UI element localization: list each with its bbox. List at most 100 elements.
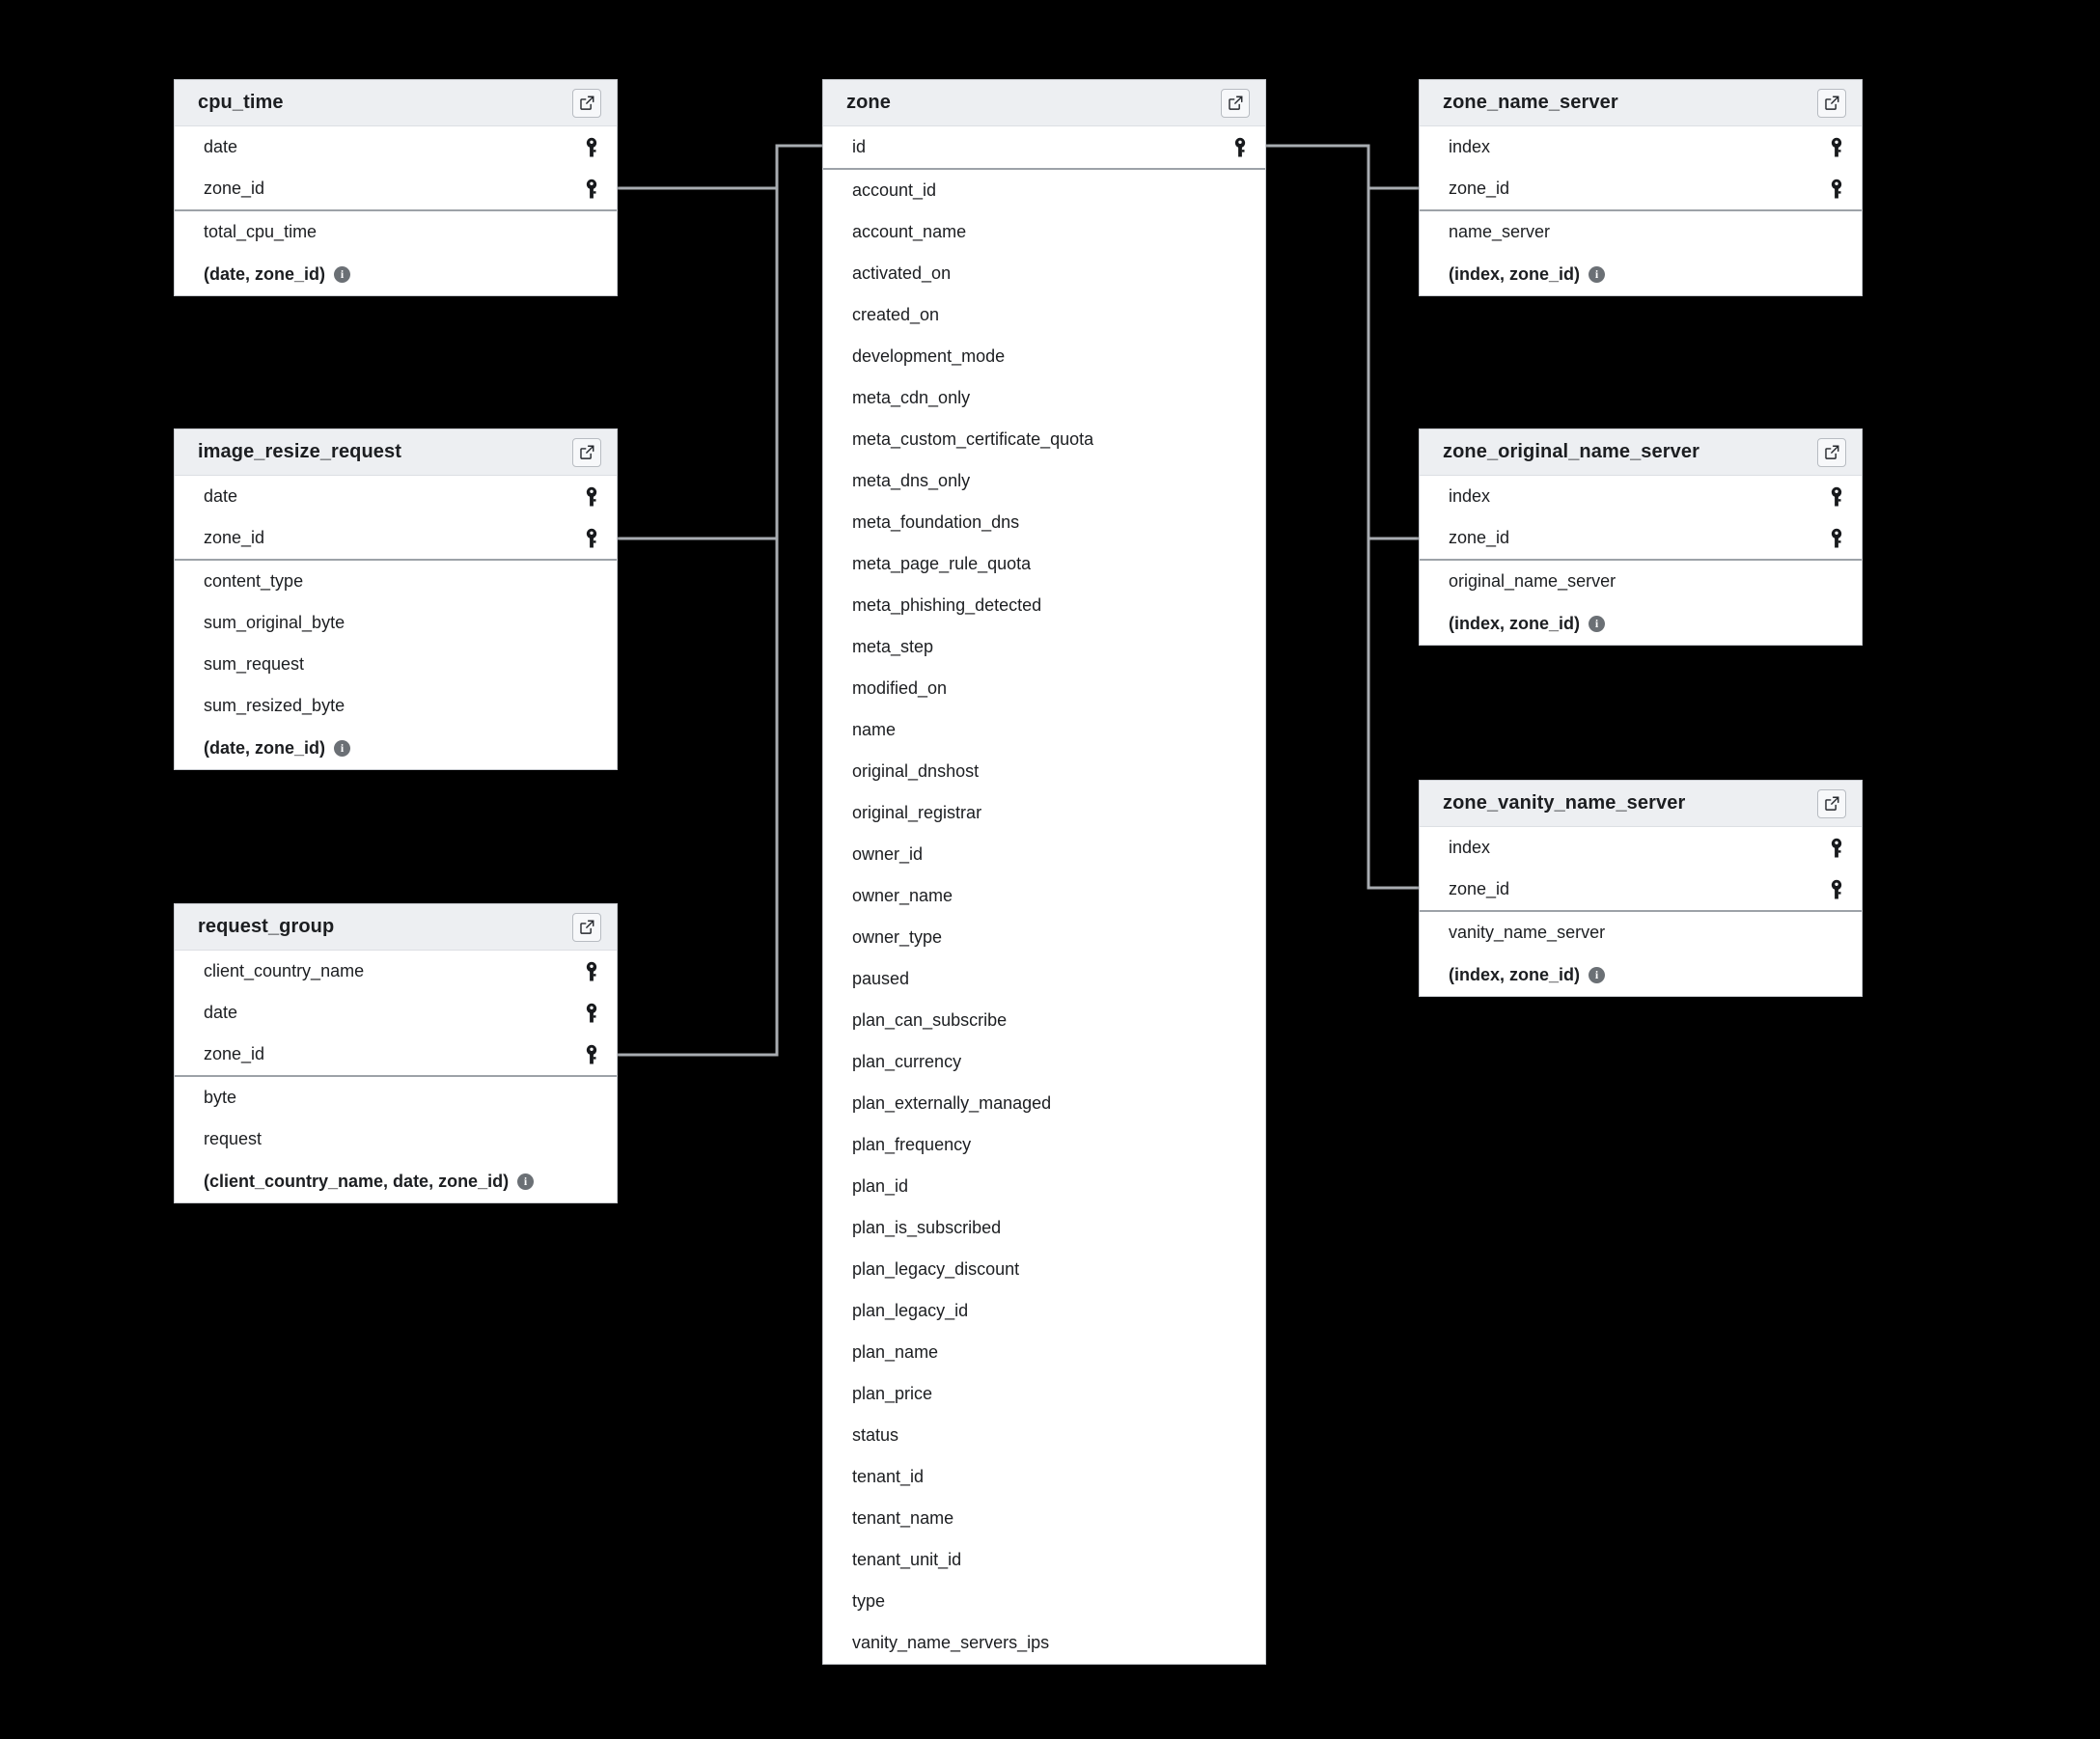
column-name: original_registrar: [852, 803, 982, 822]
table-header[interactable]: image_resize_request: [175, 429, 617, 476]
table-column-row[interactable]: vanity_name_servers_ips: [823, 1622, 1265, 1664]
table-column-row[interactable]: plan_is_subscribed: [823, 1207, 1265, 1249]
column-name: owner_name: [852, 886, 953, 905]
table-header[interactable]: cpu_time: [175, 80, 617, 126]
column-name: meta_custom_certificate_quota: [852, 429, 1094, 449]
table-column-row[interactable]: total_cpu_time: [175, 211, 617, 253]
table-column-row[interactable]: tenant_id: [823, 1456, 1265, 1498]
table-primary-key-row[interactable]: zone_id: [175, 1034, 617, 1075]
external-link-icon[interactable]: [1817, 788, 1846, 818]
table-header[interactable]: request_group: [175, 904, 617, 951]
info-icon[interactable]: i: [1589, 615, 1606, 632]
table-column-row[interactable]: sum_original_byte: [175, 602, 617, 644]
table-primary-key-row[interactable]: date: [175, 126, 617, 168]
table-header[interactable]: zone: [823, 80, 1265, 126]
table-index-row[interactable]: (index, zone_id)i: [1420, 253, 1862, 295]
table-column-row[interactable]: development_mode: [823, 336, 1265, 377]
table-column-row[interactable]: modified_on: [823, 668, 1265, 709]
table-column-row[interactable]: created_on: [823, 294, 1265, 336]
column-name: sum_original_byte: [204, 613, 345, 632]
table-column-row[interactable]: meta_custom_certificate_quota: [823, 419, 1265, 460]
table-column-row[interactable]: meta_cdn_only: [823, 377, 1265, 419]
table-column-row[interactable]: owner_type: [823, 917, 1265, 958]
table-header[interactable]: zone_original_name_server: [1420, 429, 1862, 476]
table-index-row[interactable]: (index, zone_id)i: [1420, 953, 1862, 996]
table-column-row[interactable]: original_dnshost: [823, 751, 1265, 792]
table-column-row[interactable]: meta_page_rule_quota: [823, 543, 1265, 585]
table-header[interactable]: zone_vanity_name_server: [1420, 781, 1862, 827]
table-column-row[interactable]: request: [175, 1118, 617, 1160]
table-column-row[interactable]: vanity_name_server: [1420, 912, 1862, 953]
table-column-row[interactable]: account_id: [823, 170, 1265, 211]
table-primary-key-row[interactable]: zone_id: [1420, 869, 1862, 910]
table-column-row[interactable]: original_registrar: [823, 792, 1265, 834]
table-column-row[interactable]: owner_id: [823, 834, 1265, 875]
table-column-row[interactable]: type: [823, 1581, 1265, 1622]
table-column-row[interactable]: sum_resized_byte: [175, 685, 617, 727]
table-primary-key-row[interactable]: client_country_name: [175, 951, 617, 992]
table-column-row[interactable]: plan_id: [823, 1166, 1265, 1207]
table-column-row[interactable]: meta_dns_only: [823, 460, 1265, 502]
external-link-icon[interactable]: [1817, 437, 1846, 467]
table-column-row[interactable]: name_server: [1420, 211, 1862, 253]
table-column-row[interactable]: content_type: [175, 561, 617, 602]
table-column-row[interactable]: original_name_server: [1420, 561, 1862, 602]
table-primary-key-row[interactable]: date: [175, 476, 617, 517]
table-column-row[interactable]: tenant_name: [823, 1498, 1265, 1539]
external-link-icon[interactable]: [1817, 88, 1846, 118]
table-primary-key-row[interactable]: index: [1420, 827, 1862, 869]
table-header[interactable]: zone_name_server: [1420, 80, 1862, 126]
table-column-row[interactable]: meta_step: [823, 626, 1265, 668]
table-column-row[interactable]: plan_currency: [823, 1041, 1265, 1083]
table-column-row[interactable]: plan_legacy_id: [823, 1290, 1265, 1332]
external-link-icon[interactable]: [572, 912, 601, 942]
column-name: meta_dns_only: [852, 471, 971, 490]
table-column-row[interactable]: account_name: [823, 211, 1265, 253]
table-column-row[interactable]: activated_on: [823, 253, 1265, 294]
table-column-row[interactable]: tenant_unit_id: [823, 1539, 1265, 1581]
table-primary-key-row[interactable]: index: [1420, 126, 1862, 168]
external-link-icon[interactable]: [572, 88, 601, 118]
table-index-row[interactable]: (date, zone_id)i: [175, 253, 617, 295]
table-primary-key-row[interactable]: date: [175, 992, 617, 1034]
table-column-row[interactable]: meta_foundation_dns: [823, 502, 1265, 543]
table-column-row[interactable]: plan_price: [823, 1373, 1265, 1415]
info-icon[interactable]: i: [1589, 265, 1606, 283]
table-column-row[interactable]: plan_legacy_discount: [823, 1249, 1265, 1290]
table-column-row[interactable]: plan_name: [823, 1332, 1265, 1373]
table-index-row[interactable]: (date, zone_id)i: [175, 727, 617, 769]
info-icon[interactable]: i: [334, 739, 351, 757]
info-icon[interactable]: i: [1589, 966, 1606, 983]
table-column-row[interactable]: plan_externally_managed: [823, 1083, 1265, 1124]
table-primary-key-row[interactable]: zone_id: [1420, 517, 1862, 559]
table-column-row[interactable]: sum_request: [175, 644, 617, 685]
table-column-row[interactable]: meta_phishing_detected: [823, 585, 1265, 626]
table-column-row[interactable]: byte: [175, 1077, 617, 1118]
table-primary-key-row[interactable]: id: [823, 126, 1265, 168]
table-primary-key-row[interactable]: zone_id: [175, 168, 617, 209]
table-column-row[interactable]: paused: [823, 958, 1265, 1000]
table-column-row[interactable]: plan_frequency: [823, 1124, 1265, 1166]
table-primary-key-row[interactable]: index: [1420, 476, 1862, 517]
column-name: sum_request: [204, 654, 305, 674]
table-column-row[interactable]: name: [823, 709, 1265, 751]
column-name: plan_externally_managed: [852, 1093, 1052, 1113]
table-primary-key-row[interactable]: zone_id: [175, 517, 617, 559]
table-column-row[interactable]: owner_name: [823, 875, 1265, 917]
table-primary-key-row[interactable]: zone_id: [1420, 168, 1862, 209]
info-icon[interactable]: i: [517, 1173, 535, 1190]
table-column-row[interactable]: plan_can_subscribe: [823, 1000, 1265, 1041]
table-index-row[interactable]: (client_country_name, date, zone_id)i: [175, 1160, 617, 1202]
external-link-icon[interactable]: [572, 437, 601, 467]
external-link-icon[interactable]: [1221, 88, 1250, 118]
info-icon[interactable]: i: [334, 265, 351, 283]
table-index-row[interactable]: (index, zone_id)i: [1420, 602, 1862, 645]
table-column-row[interactable]: status: [823, 1415, 1265, 1456]
